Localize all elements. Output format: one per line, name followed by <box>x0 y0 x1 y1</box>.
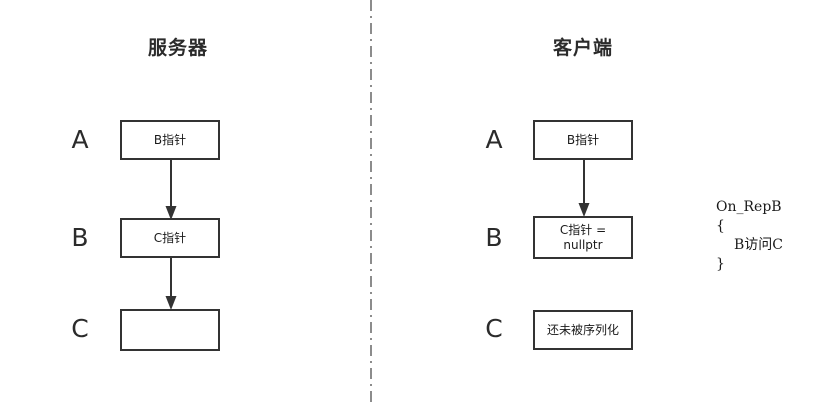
panel-divider <box>370 0 372 407</box>
arrow-server-b-to-c <box>165 256 177 310</box>
node-box-server-c <box>120 309 220 351</box>
panel-title-server: 服务器 <box>147 37 208 59</box>
node-box-client-c: 还未被序列化 <box>533 310 633 350</box>
code-note: On_RepB { B访问C } <box>716 198 822 274</box>
code-note-line-3: B访问C <box>734 237 783 253</box>
row-label-client-c: C <box>485 314 503 343</box>
arrow-server-a-to-b <box>165 158 177 220</box>
node-text-client-c: 还未被序列化 <box>546 322 619 337</box>
node-box-server-a: B指针 <box>120 120 220 160</box>
node-box-client-a: B指针 <box>533 120 633 160</box>
row-label-server-b: B <box>71 223 89 252</box>
code-note-line-2: { <box>716 218 725 234</box>
row-label-server-c: C <box>71 314 89 343</box>
node-text-server-b: C指针 <box>153 230 187 245</box>
node-text-server-a: B指针 <box>153 132 187 147</box>
node-text-client-a: B指针 <box>566 132 600 147</box>
arrow-client-a-to-b <box>578 158 590 217</box>
panel-title-client: 客户端 <box>552 37 613 59</box>
node-text-client-b: C指针 = nullptr <box>559 222 607 252</box>
row-label-server-a: A <box>71 125 89 154</box>
node-box-client-b: C指针 = nullptr <box>533 216 633 259</box>
row-label-client-a: A <box>485 125 503 154</box>
code-note-line-4: } <box>716 256 725 272</box>
code-note-line-1: On_RepB <box>716 199 782 215</box>
node-box-server-b: C指针 <box>120 218 220 258</box>
row-label-client-b: B <box>485 223 503 252</box>
